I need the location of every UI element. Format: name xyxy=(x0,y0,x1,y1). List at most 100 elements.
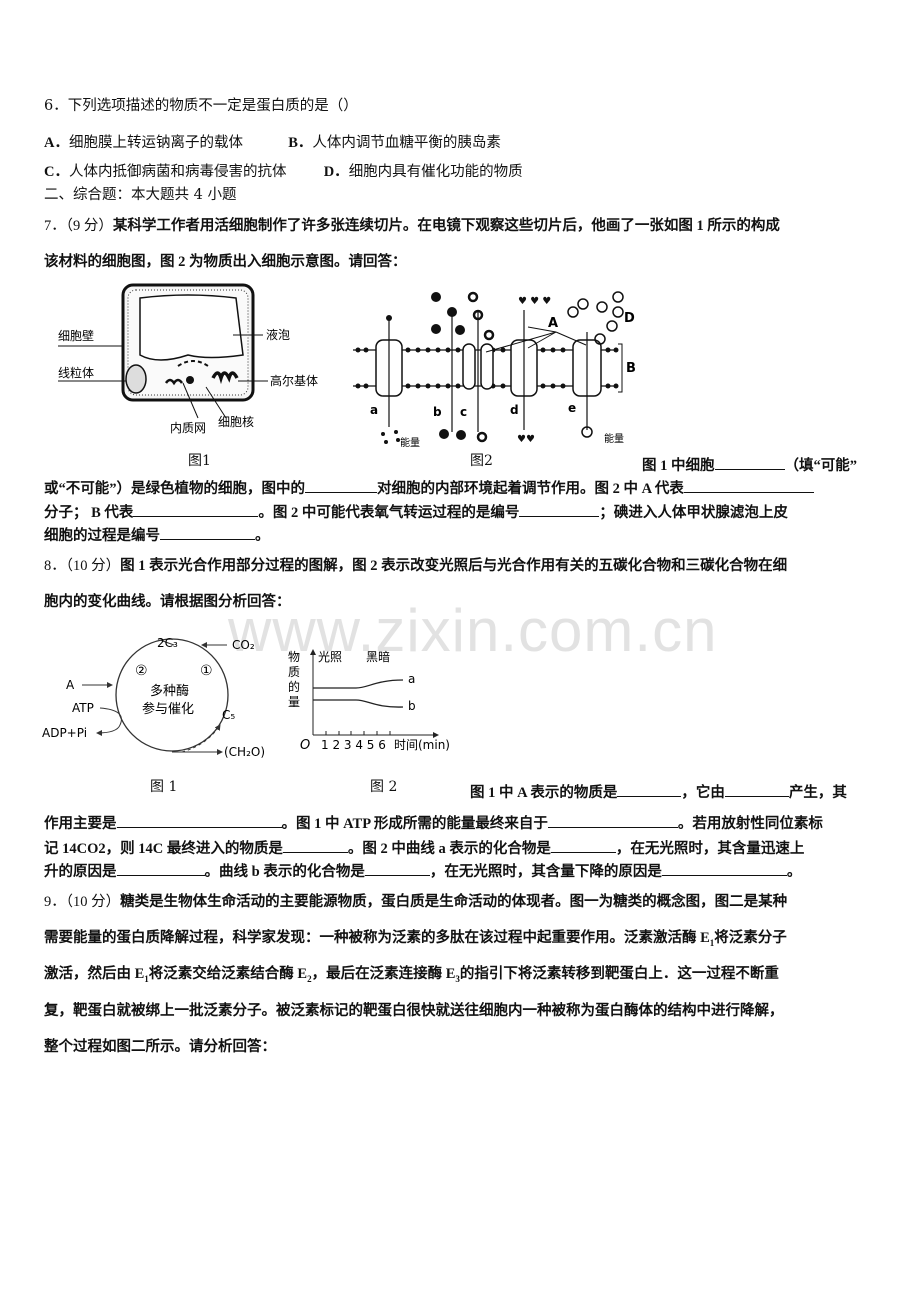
answer-blank[interactable] xyxy=(364,861,430,876)
answer-blank[interactable] xyxy=(547,813,678,828)
label-nucleus: 细胞核 xyxy=(218,415,254,429)
q9-number: 9．（10 分） xyxy=(44,894,121,910)
fig2-label-B: B xyxy=(626,361,636,376)
q6-option-d-text: 细胞内具有催化功能的物质 xyxy=(348,164,523,180)
fig2-label-c: c xyxy=(460,405,467,419)
q8-q1b: ，它由 xyxy=(681,785,725,801)
q7-line3c: ；碘进入人体甲状腺滤泡上皮 xyxy=(599,505,788,521)
q7-line4b: 。 xyxy=(255,528,270,544)
q9-l2-sub: 1 xyxy=(709,937,715,948)
q9-l3a: 激活，然后由 E xyxy=(44,966,145,982)
q8-q4a: 升的原因是 xyxy=(44,864,117,880)
q8-number: 8．（10 分） xyxy=(44,558,121,574)
q8-question-3: 记 14CO2，则 14C 最终进入的物质是。图 2 中曲线 a 表示的化合物是… xyxy=(44,838,804,859)
q8-fig2-caption: 图 2 xyxy=(370,779,398,795)
fig1-label-circle2: ② xyxy=(135,663,148,679)
q9-l2b: 将泛素分子 xyxy=(714,930,787,946)
fig2-label-a: a xyxy=(370,403,378,417)
q8-intro-line1: 8．（10 分）图 1 表示光合作用部分过程的图解，图 2 表示改变光照后与光合… xyxy=(44,556,787,576)
q9-line2: 需要能量的蛋白质降解过程，科学家发现：一种被称为泛素的多肽在该过程中起重要作用。… xyxy=(44,928,787,953)
q9-l3-sub2: 2 xyxy=(307,973,312,984)
answer-blank[interactable] xyxy=(550,838,616,853)
answer-blank[interactable] xyxy=(160,525,255,540)
q8-question-4: 升的原因是 。曲线 b 表示的化合物是 ，在无光照时，其含量下降的原因是 。 xyxy=(44,861,801,882)
q6-option-a-text: 细胞膜上转运钠离子的载体 xyxy=(68,135,243,151)
answer-blank[interactable] xyxy=(116,813,282,828)
q7-q-tail-text: 图 1 中细胞 xyxy=(642,458,715,474)
fig2-ylabel-4: 量 xyxy=(288,695,300,709)
q7-intro-line2: 该材料的细胞图，图 2 为物质出入细胞示意图。请回答： xyxy=(44,254,407,270)
q9-l3-sub3: 3 xyxy=(455,973,460,984)
label-vacuole: 液泡 xyxy=(266,327,290,342)
q9-l3c: ，最后在泛素连接酶 E xyxy=(311,966,456,982)
q7-number: 7．（9 分） xyxy=(44,218,113,234)
label-er: 内质网 xyxy=(170,421,206,435)
svg-text:♥ ♥ ♥: ♥ ♥ ♥ xyxy=(518,296,551,307)
q8-q4d: 。 xyxy=(786,864,802,880)
answer-blank[interactable] xyxy=(133,502,259,517)
q9-l3d: 的指引下将泛素转移到靶蛋白上．这一过程不断重 xyxy=(459,966,779,982)
q6-option-d-key: D． xyxy=(323,164,349,180)
q9-line3: 激活，然后由 E1将泛素交给泛素结合酶 E2，最后在泛素连接酶 E3的指引下将泛… xyxy=(44,964,779,989)
fig1-label-circle1: ① xyxy=(200,663,213,679)
q7-line4a: 细胞的过程是编号 xyxy=(44,528,160,544)
series-a-label: a xyxy=(408,672,415,686)
fig1-label-atp: ATP xyxy=(72,701,94,715)
q8-q4c: ，在无光照时，其含量下降的原因是 xyxy=(429,864,662,880)
fig2-xticks: 1 2 3 4 5 6 xyxy=(321,738,386,752)
fig2-energy-label-1: 能量 xyxy=(400,436,420,449)
series-a-line xyxy=(313,679,404,689)
answer-blank[interactable] xyxy=(617,782,682,797)
q7-fig1-caption: 图1 xyxy=(188,453,211,469)
answer-blank[interactable] xyxy=(282,838,348,853)
q8-question-2: 作用主要是。图 1 中 ATP 形成所需的能量最终来自于。若用放射性同位素标 xyxy=(44,813,823,834)
watermark: www.zixin.com.cn xyxy=(228,597,718,664)
q7-q-tail2-text: （填“可能” xyxy=(784,458,858,474)
q9-l3-sub1: 1 xyxy=(144,973,149,984)
label-mitochondria: 线粒体 xyxy=(58,365,94,380)
q7-line2: 或“不可能”）是绿色植物的细胞，图中的对细胞的内部环境起着调节作用。图 2 中 … xyxy=(44,478,814,499)
fig2-ylabel-1: 物 xyxy=(288,650,300,664)
fig2-label-d: d xyxy=(510,403,519,417)
answer-blank[interactable] xyxy=(661,861,787,876)
fig1-label-c5: C₅ xyxy=(222,708,235,722)
q9-l1: 糖类是生物体生命活动的主要能源物质，蛋白质是生命活动的体现者。图一为糖类的概念图… xyxy=(120,894,788,910)
answer-blank[interactable] xyxy=(714,455,785,470)
fig2-ylabel-3: 的 xyxy=(288,679,300,694)
q8-q3c: ，在无光照时，其含量迅速上 xyxy=(615,841,805,857)
q6-option-b-text: 人体内调节血糖平衡的胰岛素 xyxy=(312,135,501,151)
series-b-line xyxy=(313,699,404,708)
q8-intro1: 图 1 表示光合作用部分过程的图解，图 2 表示改变光照后与光合作用有关的五碳化… xyxy=(120,558,788,574)
q7-question-tail: 图 1 中细胞 （填“可能” xyxy=(642,455,857,476)
answer-blank[interactable] xyxy=(519,502,600,517)
q9-l3b: 将泛素交给泛素结合酶 E xyxy=(148,966,308,982)
fig1-label-A: A xyxy=(66,678,75,692)
label-golgi: 高尔基体 xyxy=(270,373,318,388)
q8-fig1-calvin-cycle: 2C₃ CO₂ ② ① 多种酶 参与催化 A ATP ADP+Pi C₅ (CH… xyxy=(42,625,282,785)
answer-blank[interactable] xyxy=(724,782,789,797)
label-cell-wall: 细胞壁 xyxy=(58,328,94,343)
fig1-label-co2: CO₂ xyxy=(232,638,255,652)
fig1-label-2c3: 2C₃ xyxy=(157,636,178,650)
q7-intro1: 某科学工作者用活细胞制作了许多张连续切片。在电镜下观察这些切片后，他画了一张如图… xyxy=(112,218,780,234)
q9-line4: 复，靶蛋白就被绑上一批泛素分子。被泛素标记的靶蛋白很快就送往细胞内一种被称为蛋白… xyxy=(44,1003,784,1019)
q7-fig2-membrane-diagram: ♥ ♥ ♥ ♥♥ A D B a b c d e 能量 能量 xyxy=(348,282,638,452)
q8-q4b: 。曲线 b 表示的化合物是 xyxy=(204,864,365,880)
q9-line5: 整个过程如图二所示。请分析回答： xyxy=(44,1039,276,1055)
q8-q1c: 产生，其 xyxy=(788,785,847,801)
q8-question-1: 图 1 中 A 表示的物质是 ，它由 产生，其 xyxy=(470,782,847,803)
q6-option-c-key: C． xyxy=(44,164,69,180)
q6-option-c-text: 人体内抵御病菌和病毒侵害的抗体 xyxy=(68,164,287,180)
fig1-label-adp: ADP+Pi xyxy=(42,726,87,740)
answer-blank[interactable] xyxy=(683,478,814,493)
q7-line2b: 对细胞的内部环境起着调节作用。图 2 中 A 代表 xyxy=(377,481,684,497)
answer-blank[interactable] xyxy=(305,478,377,493)
q8-q1a: 图 1 中 A 表示的物质是 xyxy=(470,785,618,801)
fig2-xlabel: 时间(min) xyxy=(394,738,450,752)
fig2-label-D: D xyxy=(624,311,635,326)
q7-fig1-cell-diagram: 细胞壁 液泡 线粒体 高尔基体 内质网 细胞核 xyxy=(58,280,338,470)
answer-blank[interactable] xyxy=(116,861,205,876)
q7-intro-line1: 7．（9 分）某科学工作者用活细胞制作了许多张连续切片。在电镜下观察这些切片后，… xyxy=(44,216,780,236)
q9-line1: 9．（10 分）糖类是生物体生命活动的主要能源物质，蛋白质是生命活动的体现者。图… xyxy=(44,892,787,912)
q8-q2c: 。若用放射性同位素标 xyxy=(677,816,823,832)
